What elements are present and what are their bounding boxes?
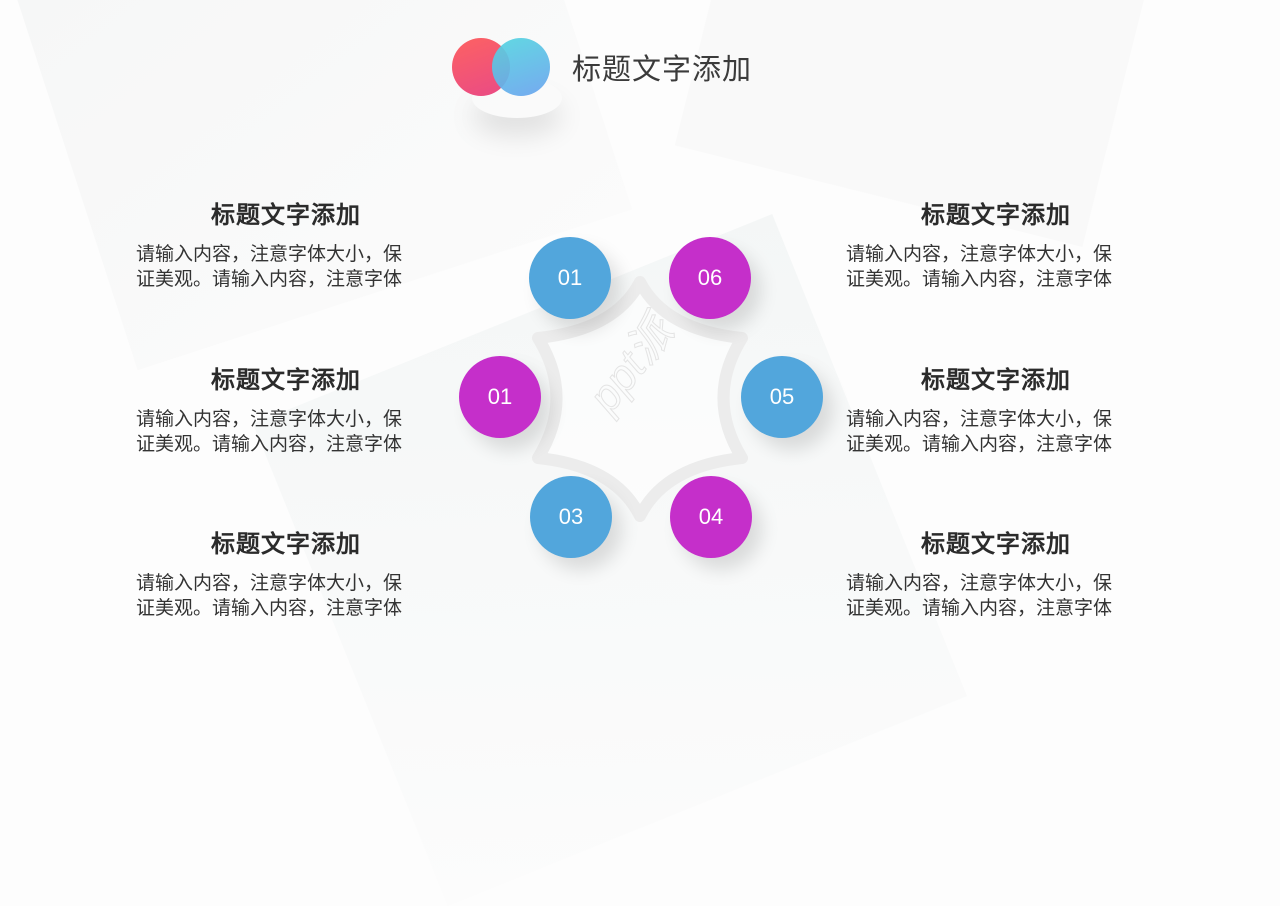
text-block-right-1: 标题文字添加 请输入内容，注意字体大小，保 证美观。请输入内容，注意字体 <box>846 195 1146 292</box>
text-block-left-1: 标题文字添加 请输入内容，注意字体大小，保 证美观。请输入内容，注意字体 <box>136 195 436 292</box>
body-line: 证美观。请输入内容，注意字体 <box>846 597 1113 619</box>
body-line: 证美观。请输入内容，注意字体 <box>846 433 1113 455</box>
body-line: 证美观。请输入内容，注意字体 <box>136 433 403 455</box>
block-body: 请输入内容，注意字体大小，保 证美观。请输入内容，注意字体 <box>846 407 1146 457</box>
body-line: 证美观。请输入内容，注意字体 <box>846 268 1113 290</box>
block-body: 请输入内容，注意字体大小，保 证美观。请输入内容，注意字体 <box>846 571 1146 621</box>
body-line: 请输入内容，注意字体大小，保 <box>136 572 403 594</box>
block-body: 请输入内容，注意字体大小，保 证美观。请输入内容，注意字体 <box>846 242 1146 292</box>
body-line: 证美观。请输入内容，注意字体 <box>136 597 403 619</box>
page-title: 标题文字添加 <box>572 52 753 86</box>
step-circle-bottom-right: 04 <box>670 476 752 558</box>
step-circle-right: 05 <box>741 356 823 438</box>
body-line: 请输入内容，注意字体大小，保 <box>846 243 1113 265</box>
block-heading: 标题文字添加 <box>921 530 1071 558</box>
block-body: 请输入内容，注意字体大小，保 证美观。请输入内容，注意字体 <box>136 407 436 457</box>
body-line: 证美观。请输入内容，注意字体 <box>136 268 403 290</box>
text-block-left-2: 标题文字添加 请输入内容，注意字体大小，保 证美观。请输入内容，注意字体 <box>136 360 436 457</box>
step-circle-top-right: 06 <box>669 237 751 319</box>
block-heading: 标题文字添加 <box>211 530 361 558</box>
step-circle-bottom-left: 03 <box>530 476 612 558</box>
step-circle-top-left: 01 <box>529 237 611 319</box>
body-line: 请输入内容，注意字体大小，保 <box>136 408 403 430</box>
block-heading: 标题文字添加 <box>211 366 361 394</box>
overlapping-circles-logo <box>452 38 552 96</box>
block-body: 请输入内容，注意字体大小，保 证美观。请输入内容，注意字体 <box>136 242 436 292</box>
body-line: 请输入内容，注意字体大小，保 <box>846 572 1113 594</box>
step-circle-left: 01 <box>459 356 541 438</box>
block-heading: 标题文字添加 <box>921 366 1071 394</box>
body-line: 请输入内容，注意字体大小，保 <box>846 408 1113 430</box>
body-line: 请输入内容，注意字体大小，保 <box>136 243 403 265</box>
block-body: 请输入内容，注意字体大小，保 证美观。请输入内容，注意字体 <box>136 571 436 621</box>
text-block-right-3: 标题文字添加 请输入内容，注意字体大小，保 证美观。请输入内容，注意字体 <box>846 524 1146 621</box>
star-outline <box>532 276 748 522</box>
blue-circle-icon <box>492 38 550 96</box>
block-heading: 标题文字添加 <box>921 201 1071 229</box>
text-block-left-3: 标题文字添加 请输入内容，注意字体大小，保 证美观。请输入内容，注意字体 <box>136 524 436 621</box>
block-heading: 标题文字添加 <box>211 201 361 229</box>
text-block-right-2: 标题文字添加 请输入内容，注意字体大小，保 证美观。请输入内容，注意字体 <box>846 360 1146 457</box>
slide-header: 标题文字添加 <box>452 38 752 96</box>
